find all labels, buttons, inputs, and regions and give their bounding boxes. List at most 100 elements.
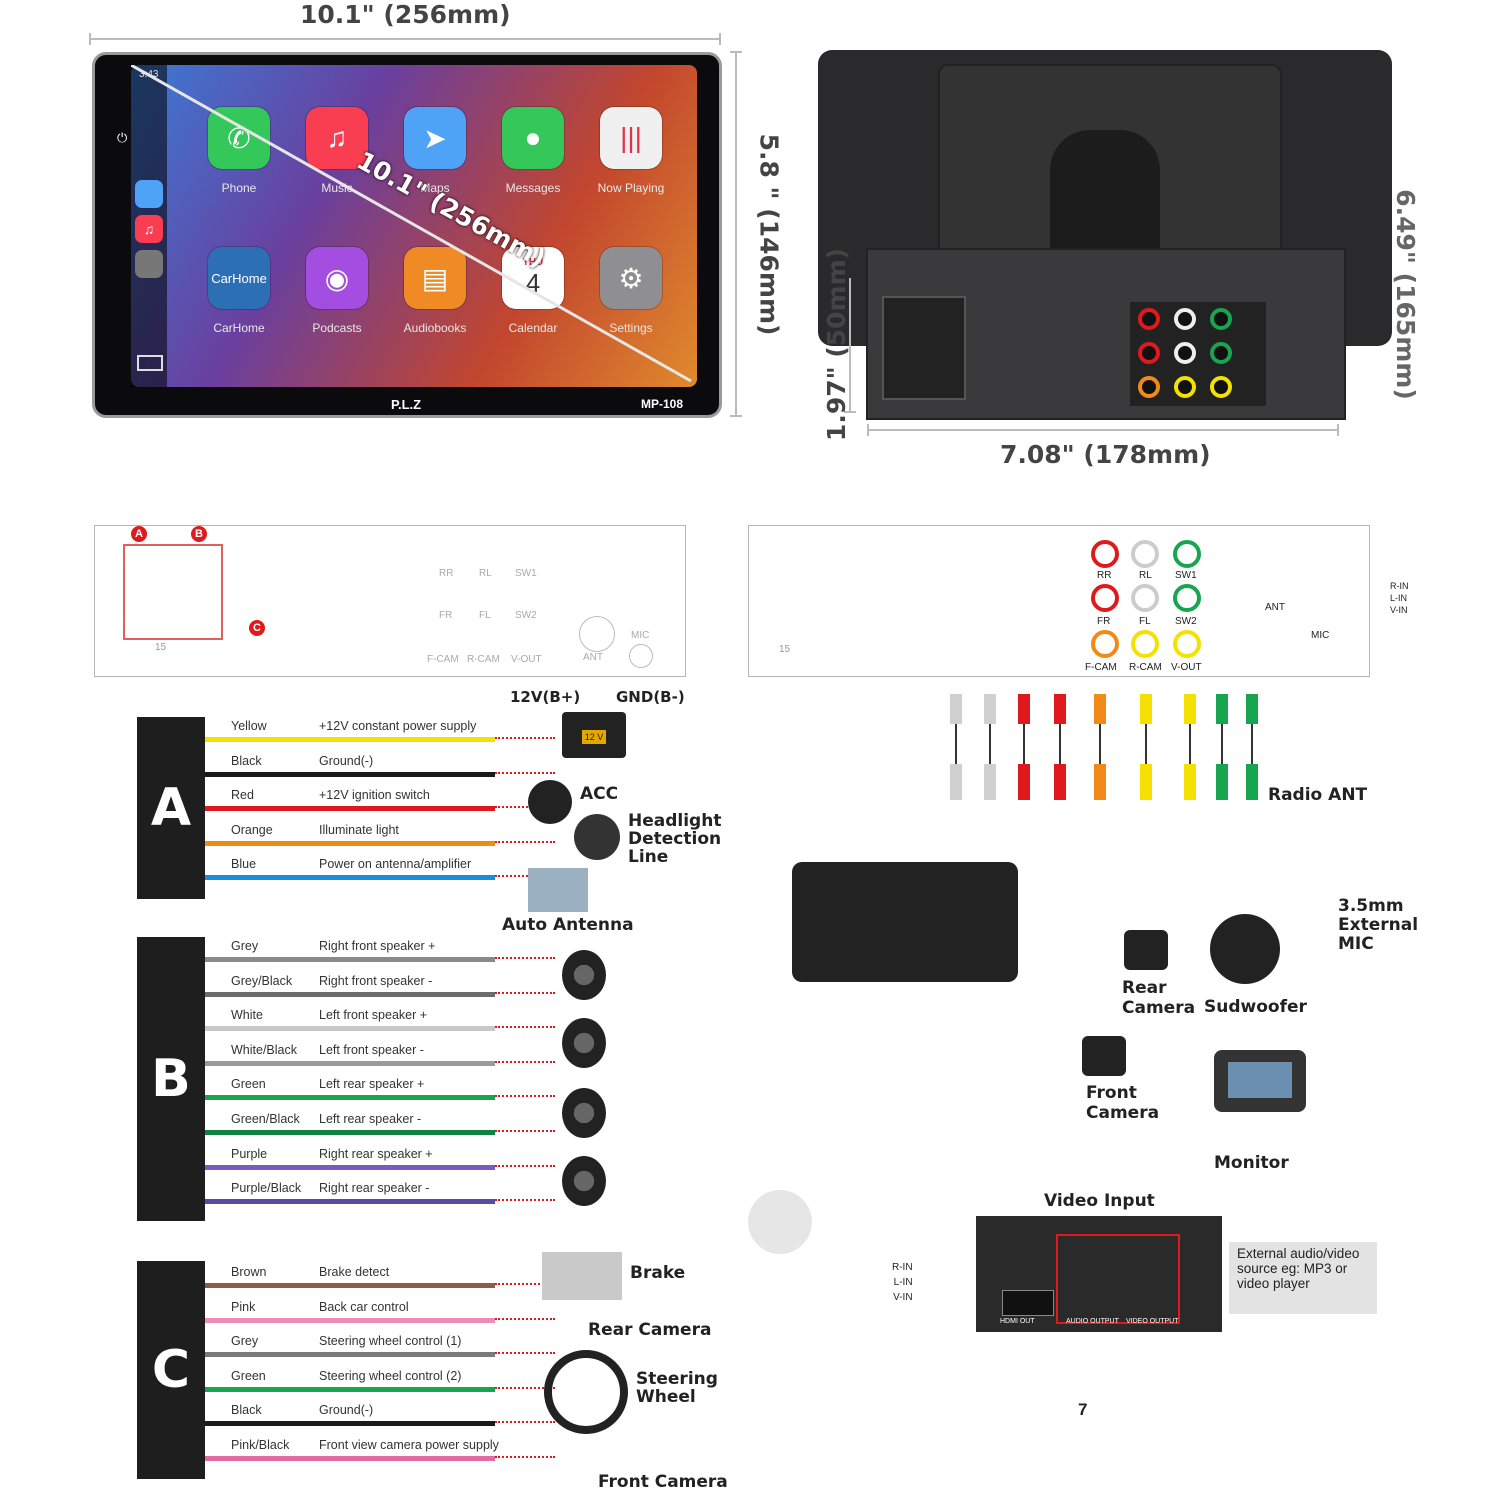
wire-bar [205,771,495,777]
app-calendar[interactable]: THU 4 Calendar [501,247,565,335]
mic-label: MIC [631,630,650,641]
wire-color-name: Grey [231,939,259,953]
ant-label: ANT [1265,602,1285,613]
speaker-icon [562,1156,606,1206]
wire-dotted-lead [495,1199,555,1202]
wire-function: Left rear speaker - [319,1112,422,1126]
music-icon: ♫ [306,107,368,169]
wire-dotted-lead [495,957,555,959]
rca-plug [1184,764,1196,800]
monitor-label: Monitor [1214,1153,1289,1173]
app-now-playing[interactable]: ||| Now Playing [598,107,664,195]
rca-plug [1140,764,1152,800]
app-label: Settings [609,321,653,335]
calendar-day: THU [522,257,544,268]
wire-dotted-lead [495,1421,555,1424]
wire-color-name: Pink/Black [231,1438,290,1452]
maps-mini-icon[interactable] [135,180,163,208]
rca-label: SW1 [1175,570,1197,581]
wire-color-name: Red [231,788,254,802]
wire-function: Ground(-) [319,1403,374,1418]
calendar-icon: THU 4 [502,247,564,309]
back-height-label: 6.49" (165mm) [1390,189,1420,400]
audio-output-label: AUDIO OUTPUT [1066,1318,1119,1325]
wire-function: Left front speaker + [319,1008,428,1023]
wire-dotted-lead [495,1317,555,1320]
chassis-width-label: 7.08" (178mm) [1000,440,1211,469]
rca-label: F-CAM [1085,662,1117,673]
settings-icon: ⚙ [600,247,662,309]
settings-mini-icon[interactable] [135,250,163,278]
wire-function: +12V constant power supply [319,719,477,733]
podcasts-icon: ◉ [306,247,368,309]
wire-bar [205,957,495,962]
brake-label: Brake [630,1263,686,1283]
wire-row: Red+12V ignition switch [205,788,495,822]
wire-bar [205,1164,495,1170]
dashboard-icon[interactable] [137,355,163,371]
app-maps[interactable]: ➤ Maps [403,107,467,195]
left-back-panel-diagram: A B C 15 RR RL SW1 FR FL SW2 F-CAM R-CAM… [94,525,686,677]
wire-function: Right rear speaker + [319,1146,433,1161]
app-carhome[interactable]: CarHome CarHome [207,247,271,335]
width-dimension-label: 10.1" (256mm) [300,0,511,29]
app-podcasts[interactable]: ◉ Podcasts [305,247,369,335]
wire-bar [205,1199,495,1205]
app-label: Maps [420,181,450,195]
carhome-icon: CarHome [208,247,270,309]
din-chassis [866,248,1346,420]
rca-panel [1130,302,1266,406]
cable-r-in: R-IN [892,1262,913,1273]
messages-icon: ● [502,107,564,169]
battery-icon: 12 V [562,712,626,758]
front-camera-icon [1082,1036,1126,1076]
rca-label: V-OUT [1171,662,1202,673]
rca-label: F-CAM [427,654,459,665]
rca-label: R-CAM [467,654,500,665]
cable-l-in: L-IN [1390,593,1408,603]
rca-plug [1054,764,1066,800]
wire-dotted-lead [495,1095,555,1098]
wire-color-name: Grey [231,1334,259,1349]
rca-plug [1094,764,1106,800]
wire-color-name: Black [231,1403,262,1418]
rca-plug [1184,694,1196,724]
mic-label: MIC [1311,630,1330,641]
wire-bar [205,1456,495,1461]
now-playing-icon: ||| [600,107,662,169]
radio-ant-label: Radio ANT [1268,785,1368,805]
wire-function: Left rear speaker + [319,1077,425,1092]
power-icon[interactable]: ⏻ [117,130,128,145]
amplifier-icon [792,862,1018,982]
mic-label-device: 3.5mm External MIC [1338,896,1419,954]
rca-label: SW1 [515,568,537,579]
connector-b-badge: B [191,526,207,542]
app-settings[interactable]: ⚙ Settings [599,247,663,335]
iso-block-a-b [123,544,223,640]
steering-wheel-icon [544,1350,628,1434]
speaker-icon [562,1088,606,1138]
harness-a-label: A [137,717,205,899]
app-messages[interactable]: ● Messages [501,107,565,195]
wire-dotted-lead [495,840,555,843]
height-dimension-line [730,51,742,417]
music-mini-icon[interactable]: ♫ [135,215,163,243]
rca-plug [950,694,962,724]
rca-plug [1054,694,1066,724]
wire-color-name: Pink [231,1299,256,1314]
app-audiobooks[interactable]: ▤ Audiobooks [403,247,467,335]
wire-dotted-lead [495,875,555,877]
app-label: Now Playing [597,181,665,195]
head-unit-screen: 3:43 ♫ ✆ Phone ♫ Music ➤ Maps ● Messages… [92,52,722,418]
wire-function: Ground(-) [319,753,374,768]
pin-count: 15 [779,644,791,655]
cable-v-in: V-IN [1390,605,1408,615]
external-source-note: External audio/video source eg: MP3 or v… [1229,1242,1377,1314]
rca-plug [984,694,996,724]
